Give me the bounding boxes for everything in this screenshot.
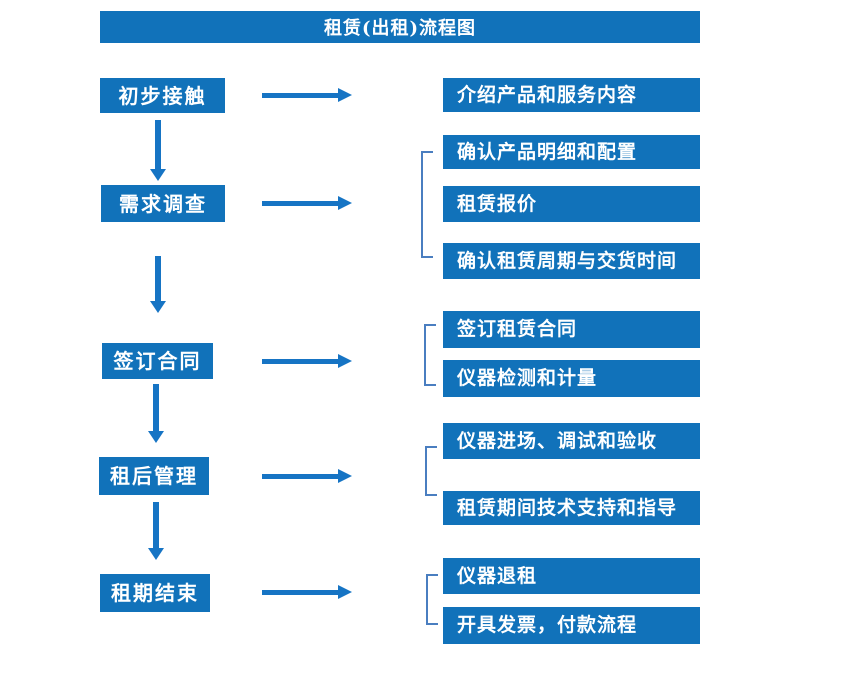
right-arrow-icon — [262, 585, 352, 599]
detail-box-instrument-setup-acceptance: 仪器进场、调试和验收 — [443, 423, 700, 459]
bracket-connector — [424, 324, 436, 386]
detail-box-rental-quote: 租赁报价 — [443, 186, 700, 222]
detail-box-sign-rental-contract: 签订租赁合同 — [443, 311, 700, 348]
down-arrow-icon — [150, 256, 166, 313]
bracket-connector — [421, 151, 433, 258]
detail-box-instrument-testing: 仪器检测和计量 — [443, 360, 700, 397]
step-box-initial-contact: 初步接触 — [100, 78, 225, 113]
detail-box-introduce-products: 介绍产品和服务内容 — [443, 78, 700, 112]
step-box-rental-end: 租期结束 — [100, 574, 210, 612]
detail-box-technical-support: 租赁期间技术支持和指导 — [443, 491, 700, 525]
step-box-demand-survey: 需求调查 — [101, 185, 225, 222]
down-arrow-icon — [148, 502, 164, 560]
detail-box-instrument-return: 仪器退租 — [443, 558, 700, 594]
right-arrow-icon — [262, 354, 352, 368]
right-arrow-icon — [262, 196, 352, 210]
bracket-connector — [426, 574, 438, 625]
flowchart-title: 租赁(出租)流程图 — [100, 11, 700, 43]
down-arrow-icon — [150, 120, 166, 181]
right-arrow-icon — [262, 469, 352, 483]
detail-box-confirm-product-config: 确认产品明细和配置 — [443, 135, 700, 169]
detail-box-invoice-payment: 开具发票，付款流程 — [443, 607, 700, 644]
bracket-connector — [425, 446, 437, 496]
down-arrow-icon — [148, 384, 164, 443]
detail-box-confirm-period-delivery: 确认租赁周期与交货时间 — [443, 243, 700, 279]
step-box-post-rental-management: 租后管理 — [99, 457, 209, 495]
step-box-sign-contract: 签订合同 — [102, 343, 213, 379]
right-arrow-icon — [262, 88, 352, 102]
